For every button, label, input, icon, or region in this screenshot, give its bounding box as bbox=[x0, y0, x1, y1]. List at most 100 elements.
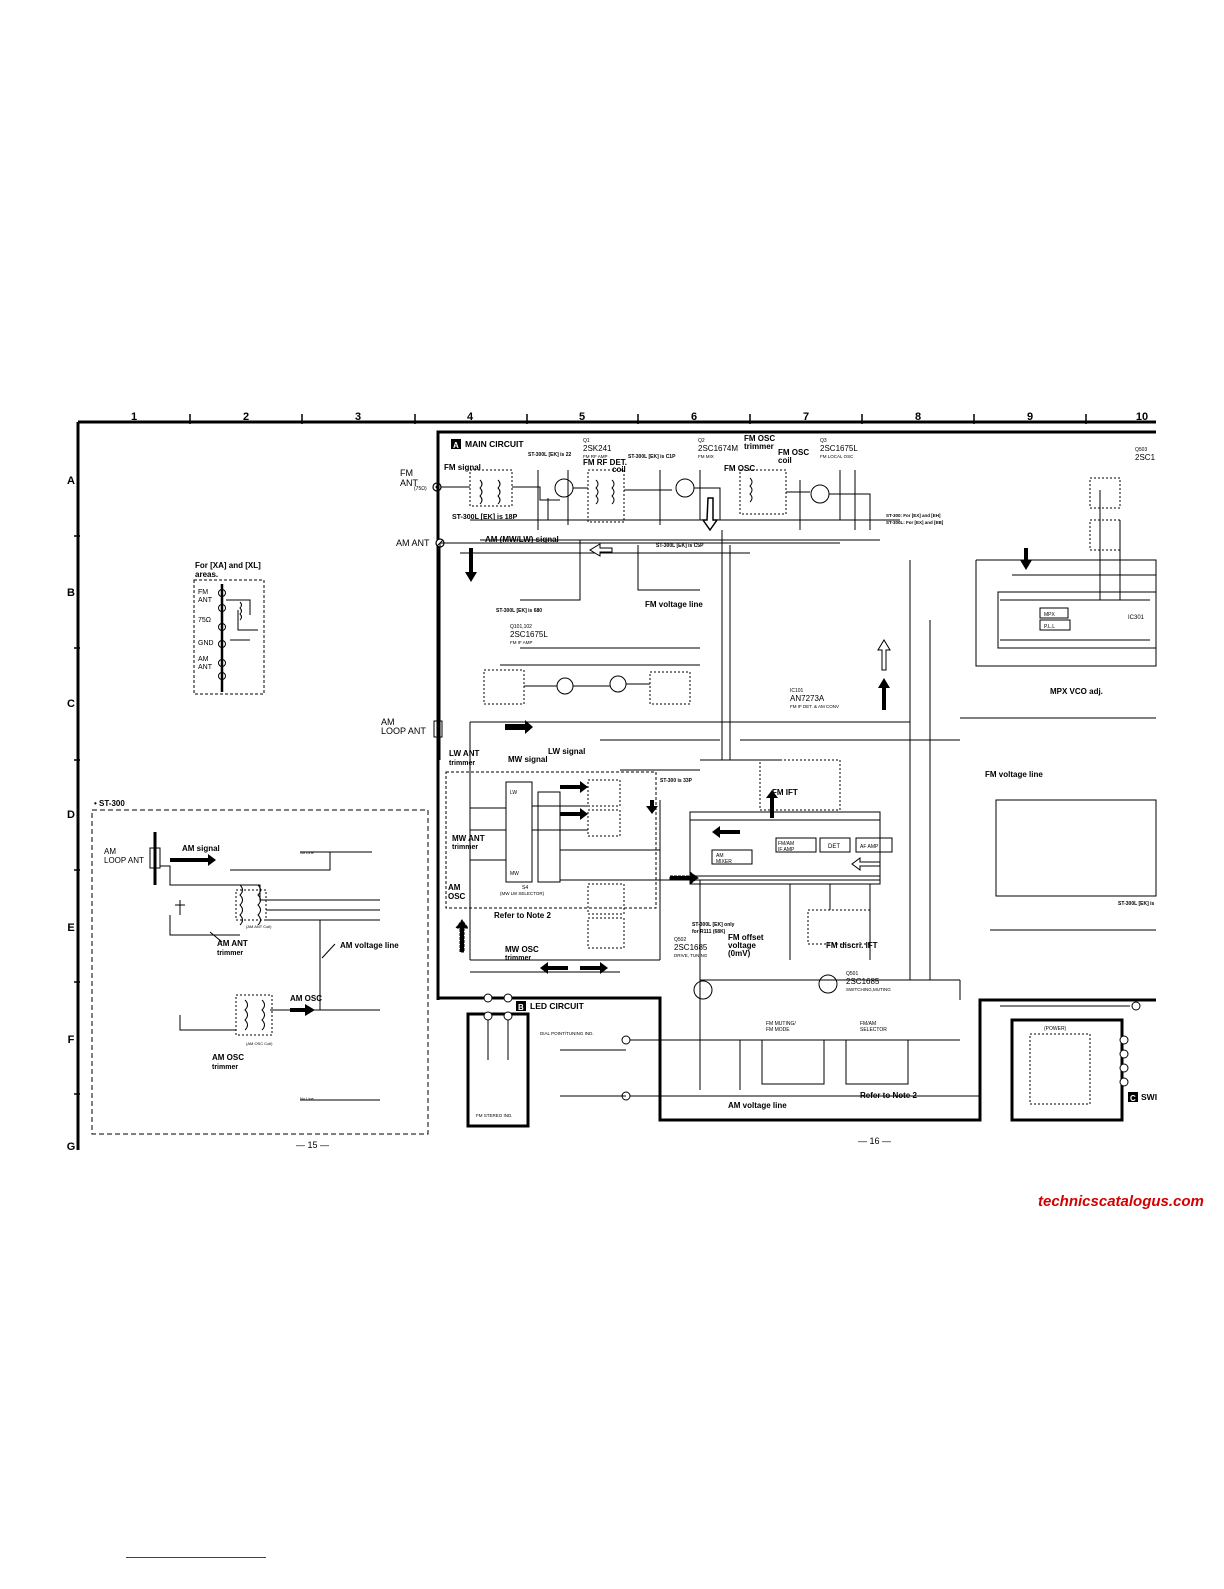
grid-frame bbox=[74, 414, 1156, 1150]
signal-arrows bbox=[465, 497, 1032, 734]
ic101-block bbox=[620, 759, 893, 1000]
svg-text:FM discri. IFT: FM discri. IFT bbox=[826, 941, 878, 950]
svg-text:MPX VCO adj.: MPX VCO adj. bbox=[1050, 687, 1103, 696]
svg-text:LW: LW bbox=[510, 790, 517, 796]
svg-text:Refer to Note 2: Refer to Note 2 bbox=[860, 1091, 917, 1100]
svg-text:FM RF AMP: FM RF AMP bbox=[583, 454, 608, 459]
svg-text:MPX: MPX bbox=[1044, 612, 1056, 618]
svg-text:2SK241: 2SK241 bbox=[583, 444, 612, 453]
section-letter: A bbox=[453, 441, 459, 450]
svg-text:coil: coil bbox=[778, 456, 792, 465]
svg-text:IC301: IC301 bbox=[1128, 615, 1145, 621]
ic101-labels: FM/AM IF AMP DET AF AMP AM MIXER FM IFT … bbox=[660, 770, 1043, 958]
mpx-labels: MPX P.L.L IC301 MPX VCO adj. Q503 2SC1 S… bbox=[1044, 447, 1156, 907]
svg-text:MW OSC: MW OSC bbox=[505, 945, 539, 954]
svg-text:SWITCHING,MUTING: SWITCHING,MUTING bbox=[846, 987, 891, 992]
svg-text:AM signal: AM signal bbox=[182, 844, 220, 853]
svg-text:2SC1685: 2SC1685 bbox=[846, 977, 880, 986]
svg-text:areas.: areas. bbox=[195, 570, 218, 579]
svg-text:ST-300L [EK] is C5P: ST-300L [EK] is C5P bbox=[656, 543, 704, 549]
svg-text:trimmer: trimmer bbox=[505, 955, 531, 962]
svg-text:ST-300L [EK] is 18P: ST-300L [EK] is 18P bbox=[452, 514, 518, 521]
row-label: G bbox=[67, 1141, 76, 1153]
col-label: 5 bbox=[579, 411, 585, 423]
svg-text:FM MODE: FM MODE bbox=[766, 1027, 790, 1033]
ic101-arrows bbox=[646, 790, 881, 885]
section-title: SWI bbox=[1141, 1092, 1157, 1102]
row-label: D bbox=[67, 809, 75, 821]
fm-rf-section bbox=[439, 469, 900, 760]
svg-text:trimmer: trimmer bbox=[212, 1064, 238, 1071]
svg-text:DRIVE, TUNING: DRIVE, TUNING bbox=[674, 953, 708, 958]
svg-text:ST-300L [EK] is: ST-300L [EK] is bbox=[1118, 901, 1155, 907]
led-circuit: B LED CIRCUIT FM STEREO IND. DIAL POINT/… bbox=[466, 993, 631, 1128]
svg-text:AN7273A: AN7273A bbox=[790, 694, 825, 703]
svg-text:ST-300L [EK] only: ST-300L [EK] only bbox=[692, 922, 735, 928]
if-section bbox=[469, 560, 960, 980]
svg-text:ST-300L [EK] is C1P: ST-300L [EK] is C1P bbox=[628, 454, 676, 460]
svg-text:AM voltage line: AM voltage line bbox=[340, 941, 399, 950]
svg-text:LW ANT: LW ANT bbox=[449, 749, 479, 758]
svg-text:AM (MW/LW) signal: AM (MW/LW) signal bbox=[485, 535, 559, 544]
svg-text:ST-300L [EK] is 22: ST-300L [EK] is 22 bbox=[528, 452, 571, 458]
st300-box: • ST-300 AM LOOP ANT AM signal No L bbox=[91, 799, 429, 1135]
section-letter: C bbox=[1130, 1094, 1136, 1103]
svg-text:P.L.L: P.L.L bbox=[1044, 624, 1055, 630]
svg-text:SELECTOR: SELECTOR bbox=[860, 1027, 887, 1033]
svg-text:FM/AM: FM/AM bbox=[778, 841, 794, 847]
svg-text:FM voltage line: FM voltage line bbox=[985, 770, 1043, 779]
svg-text:Q101,102: Q101,102 bbox=[510, 624, 532, 630]
svg-text:FM: FM bbox=[198, 589, 208, 596]
svg-text:AM: AM bbox=[198, 656, 209, 663]
svg-text:Q501: Q501 bbox=[846, 971, 858, 977]
svg-text:Q503: Q503 bbox=[1135, 447, 1147, 453]
svg-text:FM OSC: FM OSC bbox=[724, 464, 755, 473]
svg-text:MW: MW bbox=[510, 871, 519, 877]
col-label: 6 bbox=[691, 411, 697, 423]
page-number-right: — 16 — bbox=[858, 1136, 891, 1146]
svg-text:LOOP ANT: LOOP ANT bbox=[381, 726, 426, 736]
svg-text:OSC: OSC bbox=[448, 892, 466, 901]
svg-text:trimmer: trimmer bbox=[452, 844, 478, 851]
svg-text:ST-300L: For [EX] and [EB]: ST-300L: For [EX] and [EB] bbox=[886, 520, 944, 525]
col-label: 10 bbox=[1136, 411, 1148, 423]
svg-text:AM OSC: AM OSC bbox=[290, 994, 322, 1003]
svg-text:2SC1675L: 2SC1675L bbox=[820, 444, 858, 453]
svg-text:ST-300 is 33P: ST-300 is 33P bbox=[660, 778, 693, 784]
svg-text:No Line: No Line bbox=[300, 1096, 315, 1101]
svg-text:(MW LW SELECTOR): (MW LW SELECTOR) bbox=[500, 891, 545, 896]
grid-row-labels: A B C D E F G bbox=[67, 475, 76, 1153]
svg-text:FM signal: FM signal bbox=[444, 463, 481, 472]
svg-text:(AM OSC Coil): (AM OSC Coil) bbox=[246, 1041, 273, 1046]
svg-text:for R111 (68K): for R111 (68K) bbox=[692, 929, 726, 935]
mpx-section bbox=[959, 477, 1157, 1000]
page-number-left: — 15 — bbox=[296, 1140, 329, 1150]
row-label: F bbox=[68, 1034, 75, 1046]
svg-text:ANT: ANT bbox=[198, 597, 213, 604]
svg-text:LW signal: LW signal bbox=[548, 747, 585, 756]
svg-text:FM LOCAL OSC: FM LOCAL OSC bbox=[820, 454, 854, 459]
svg-text:LOOP ANT: LOOP ANT bbox=[104, 856, 144, 865]
svg-text:FM OSC: FM OSC bbox=[778, 448, 809, 457]
col-label: 7 bbox=[803, 411, 809, 423]
svg-text:DET: DET bbox=[828, 844, 840, 850]
am-loop-antenna: AM LOOP ANT bbox=[381, 717, 443, 738]
svg-text:FM voltage line: FM voltage line bbox=[645, 600, 703, 609]
svg-text:2SC1675L: 2SC1675L bbox=[510, 630, 548, 639]
svg-text:(75Ω): (75Ω) bbox=[414, 486, 427, 492]
am-section-labels: LW ANT trimmer MW signal LW signal MW AN… bbox=[448, 747, 708, 962]
main-circuit-border bbox=[436, 430, 1156, 1122]
watermark-link[interactable]: technicscatalogus.com bbox=[1038, 1193, 1204, 1210]
section-title: MAIN CIRCUIT bbox=[465, 439, 524, 449]
svg-text:Q1: Q1 bbox=[583, 438, 590, 444]
svg-text:(POWER): (POWER) bbox=[1044, 1026, 1067, 1032]
svg-text:S4: S4 bbox=[522, 885, 528, 891]
svg-text:ST-300L [EK] is 680: ST-300L [EK] is 680 bbox=[496, 608, 542, 614]
svg-text:IC101: IC101 bbox=[790, 688, 804, 694]
svg-text:GND: GND bbox=[198, 640, 214, 647]
svg-text:(AM ANT Coil): (AM ANT Coil) bbox=[246, 924, 272, 929]
svg-text:FM MIX: FM MIX bbox=[698, 454, 714, 459]
svg-text:MW signal: MW signal bbox=[508, 755, 548, 764]
svg-text:Q3: Q3 bbox=[820, 438, 827, 444]
